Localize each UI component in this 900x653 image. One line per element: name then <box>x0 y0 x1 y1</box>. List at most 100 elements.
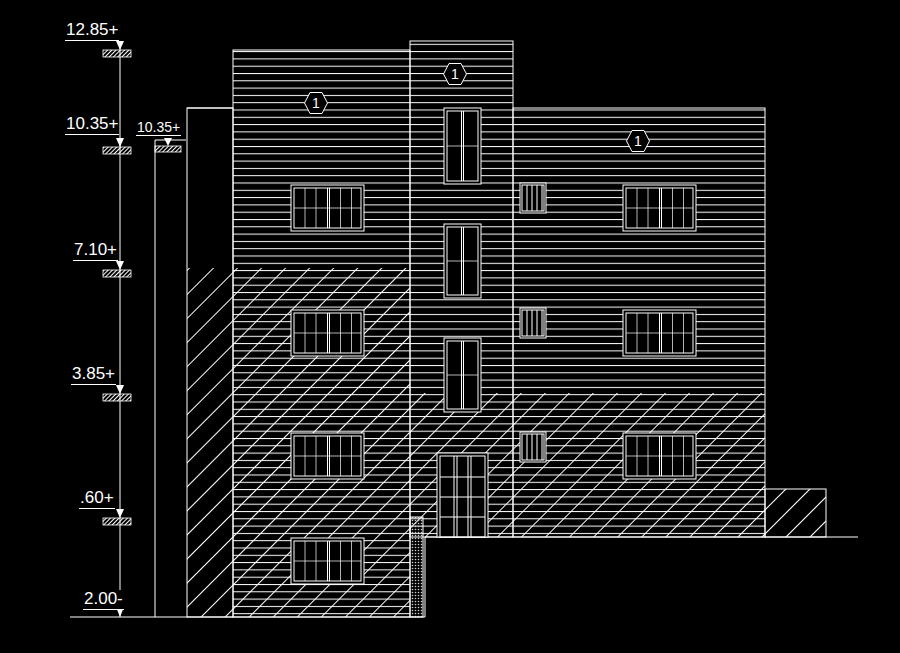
level-label: 7.10+ <box>73 241 118 261</box>
window-frame <box>444 108 481 184</box>
grille-bar <box>532 434 533 460</box>
wall-outline <box>187 108 233 617</box>
level-arrow <box>116 261 124 270</box>
grille-bar <box>527 310 528 336</box>
ground-line <box>70 617 425 618</box>
grille-bar <box>537 434 538 460</box>
level-label: .60+ <box>79 489 115 509</box>
level-marker <box>103 270 131 277</box>
window-frame <box>623 310 696 356</box>
callout-number: 1 <box>451 67 459 81</box>
window-muntin <box>626 333 693 334</box>
door-frame <box>440 456 485 537</box>
grille-bar <box>527 434 528 460</box>
stone-hatch <box>410 393 513 537</box>
grille-bar <box>527 185 528 211</box>
stone-hatch <box>765 489 826 537</box>
window-frame <box>294 541 361 581</box>
window-muntin <box>294 333 361 334</box>
window-frame <box>444 224 481 298</box>
level-marker <box>103 50 131 57</box>
callout-hexagon: 1 <box>626 130 650 152</box>
hexagon-shape <box>627 131 650 152</box>
window-frame <box>291 433 364 479</box>
level-arrow <box>116 138 124 147</box>
stone-hatch <box>187 268 410 617</box>
window-frame <box>444 338 481 412</box>
hexagon-shape <box>444 64 467 85</box>
door-rail <box>440 517 485 518</box>
dotted-strip <box>410 517 423 617</box>
level-label: 3.85+ <box>71 365 116 385</box>
window-muntin <box>294 208 361 209</box>
level-arrow <box>116 385 124 394</box>
window-frame <box>291 185 364 231</box>
stair-window <box>444 338 481 412</box>
window-muntin <box>447 375 478 376</box>
window-frame <box>294 188 361 228</box>
grille-bar <box>537 310 538 336</box>
siding-hatch <box>513 108 765 537</box>
window <box>291 538 364 584</box>
wall-outline <box>410 41 513 537</box>
window-muntin <box>626 456 693 457</box>
callout-hexagon: 1 <box>443 63 467 85</box>
vent-grille <box>520 183 546 213</box>
window-frame <box>294 313 361 353</box>
callout-number: 1 <box>634 134 642 148</box>
siding-hatch <box>410 41 513 537</box>
stone-hatch <box>513 393 765 537</box>
parapet-line <box>187 108 233 109</box>
window-frame <box>447 227 478 295</box>
window-muntin <box>294 561 361 562</box>
grille-bar <box>532 185 533 211</box>
window-muntin <box>447 146 478 147</box>
ground-line <box>425 537 858 538</box>
grille-frame <box>520 432 546 462</box>
vent-grille <box>520 308 546 338</box>
ground-step <box>425 537 426 617</box>
window-frame <box>291 538 364 584</box>
window-frame <box>294 436 361 476</box>
level-marker <box>103 394 131 401</box>
window-muntin <box>447 261 478 262</box>
grille-bar <box>537 185 538 211</box>
window <box>623 185 696 231</box>
door-rail <box>440 497 485 498</box>
level-label: 10.35+ <box>65 115 119 135</box>
callout-hexagon: 1 <box>304 92 328 114</box>
window-frame <box>626 313 693 353</box>
grille-frame <box>520 308 546 338</box>
vent-grille <box>520 432 546 462</box>
stair-window <box>444 108 481 184</box>
window <box>623 310 696 356</box>
window-frame <box>626 436 693 476</box>
window-frame <box>447 341 478 409</box>
hexagon-shape <box>305 93 328 114</box>
stair-window <box>444 224 481 298</box>
entrance-door <box>437 453 488 537</box>
window-frame <box>447 111 478 181</box>
window <box>291 433 364 479</box>
window <box>623 433 696 479</box>
window <box>291 185 364 231</box>
window-frame <box>623 433 696 479</box>
level-label: 2.00- <box>83 590 124 610</box>
grille-frame <box>522 434 544 460</box>
window-muntin <box>294 456 361 457</box>
door-rail <box>440 477 485 478</box>
level-marker <box>103 518 131 525</box>
grille-bar <box>542 434 543 460</box>
grille-bar <box>532 310 533 336</box>
window-frame <box>291 310 364 356</box>
level-line <box>120 42 121 617</box>
level-arrow <box>116 41 124 50</box>
level-label: 10.35+ <box>136 120 181 136</box>
level-marker <box>103 147 131 154</box>
grille-bar <box>542 310 543 336</box>
door-frame <box>437 453 488 537</box>
wall-outline <box>765 489 826 537</box>
grille-frame <box>522 185 544 211</box>
wall-outline <box>233 50 410 617</box>
